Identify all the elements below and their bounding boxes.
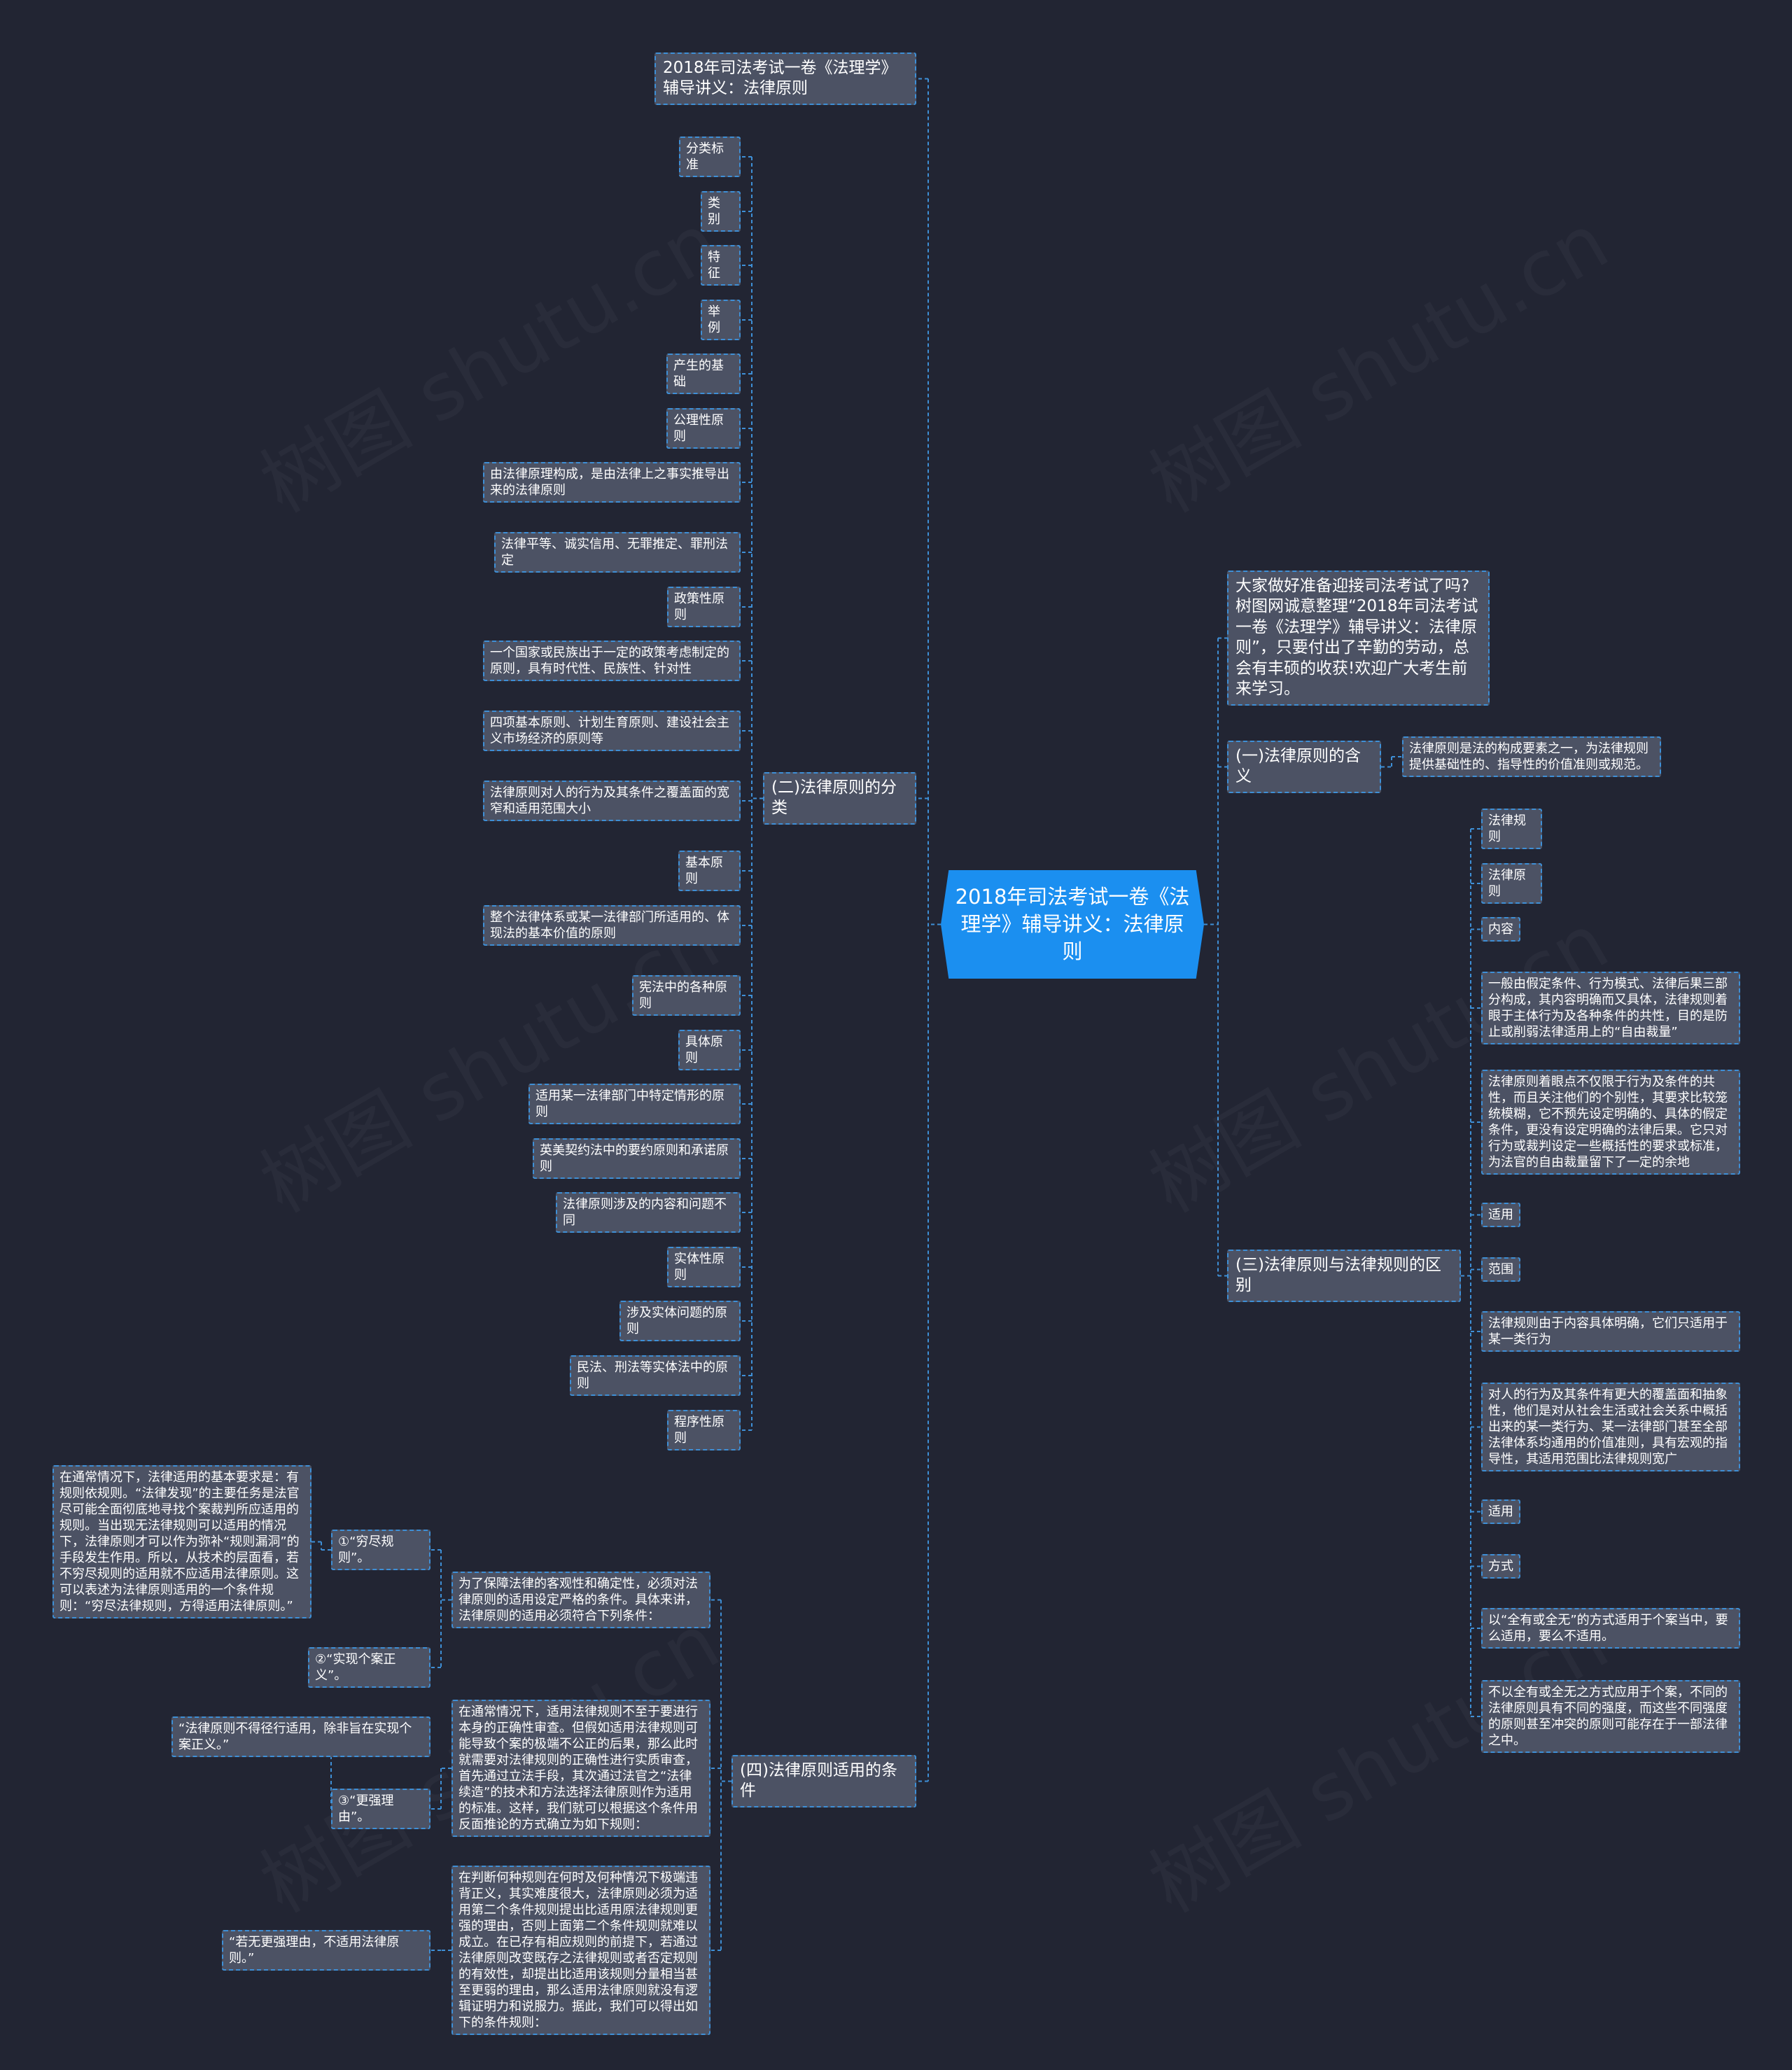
classification-item[interactable]: 法律平等、诚实信用、无罪推定、罪刑法定 xyxy=(494,532,741,573)
classification-item[interactable]: 特 征 xyxy=(701,245,741,286)
classification-item[interactable]: 类 别 xyxy=(701,191,741,232)
classification-item[interactable]: 宪法中的各种原则 xyxy=(632,975,741,1016)
classification-item[interactable]: 具体原则 xyxy=(678,1030,741,1071)
classification-item[interactable]: 实体性原则 xyxy=(667,1247,741,1288)
classification-item[interactable]: 一个国家或民族出于一定的政策考虑制定的原则，具有时代性、民族性、针对性 xyxy=(483,641,741,682)
classification-item[interactable]: 政策性原则 xyxy=(667,587,741,628)
difference-item[interactable]: 法律原则着眼点不仅限于行为及条件的共性，而且关注他们的个别性，其要求比较笼统模糊… xyxy=(1481,1070,1740,1175)
classification-item[interactable]: 适用某一法律部门中特定情形的原则 xyxy=(528,1084,741,1125)
difference-item[interactable]: 适用 xyxy=(1481,1499,1520,1525)
classification-item[interactable]: 法律原则对人的行为及其条件之覆盖面的宽窄和适用范围大小 xyxy=(483,781,741,822)
classification-item[interactable]: 英美契约法中的要约原则和承诺原则 xyxy=(533,1138,741,1180)
conditions-sub-node[interactable]: 为了保障法律的客观性和确定性，必须对法律原则的适用设定严格的条件。具体来讲，法律… xyxy=(451,1572,710,1629)
condition-leaf[interactable]: ①“穷尽规则”。 xyxy=(331,1530,430,1571)
condition-leaf[interactable]: “法律原则不得径行适用，除非旨在实现个案正义。” xyxy=(172,1716,430,1758)
conditions-sub-node[interactable]: 在通常情况下，适用法律规则不至于要进行本身的正确性审查。但假如适用法律规则可能导… xyxy=(451,1700,710,1838)
topic-title-node[interactable]: 2018年司法考试一卷《法理学》辅导讲义：法律原则 xyxy=(654,53,916,105)
classification-item[interactable]: 程序性原则 xyxy=(667,1410,741,1451)
intro-node[interactable]: 大家做好准备迎接司法考试了吗?树图网诚意整理“2018年司法考试一卷《法理学》辅… xyxy=(1227,571,1490,706)
conditions-branch[interactable]: (四)法律原则适用的条件 xyxy=(732,1755,916,1807)
difference-item[interactable]: 法律原则 xyxy=(1481,863,1542,904)
meaning-description[interactable]: 法律原则是法的构成要素之一，为法律规则提供基础性的、指导性的价值准则或规范。 xyxy=(1402,736,1661,778)
difference-branch[interactable]: (三)法律原则与法律规则的区别 xyxy=(1227,1250,1461,1302)
difference-item[interactable]: 内容 xyxy=(1481,917,1520,942)
difference-item[interactable]: 法律规则由于内容具体明确，它们只适用于某一类行为 xyxy=(1481,1311,1740,1352)
condition-leaf[interactable]: ②“实现个案正义”。 xyxy=(308,1647,430,1688)
meaning-branch[interactable]: (一)法律原则的含义 xyxy=(1227,741,1381,793)
difference-item[interactable]: 方式 xyxy=(1481,1554,1520,1579)
condition-leaf[interactable]: 在通常情况下，法律适用的基本要求是：有规则依规则。“法律发现”的主要任务是法官尽… xyxy=(52,1465,312,1619)
root-topic[interactable]: 2018年司法考试一卷《法理学》辅导讲义：法律原则 xyxy=(941,870,1204,979)
difference-item[interactable]: 一般由假定条件、行为模式、法律后果三部分构成，其内容明确而又具体，法律规则着眼于… xyxy=(1481,972,1740,1045)
classification-branch[interactable]: (二)法律原则的分类 xyxy=(763,772,916,825)
classification-item[interactable]: 分类标准 xyxy=(679,137,741,178)
classification-item[interactable]: 公理性原则 xyxy=(666,408,741,449)
classification-item[interactable]: 基本原则 xyxy=(678,851,741,892)
difference-item[interactable]: 对人的行为及其条件有更大的覆盖面和抽象性，他们是对从社会生活或社会关系中概括出来… xyxy=(1481,1383,1740,1472)
classification-item[interactable]: 法律原则涉及的内容和问题不同 xyxy=(556,1192,741,1233)
conditions-sub-node[interactable]: 在判断何种规则在何时及何种情况下极端违背正义，其实难度很大，法律原则必须为适用第… xyxy=(451,1866,710,2036)
classification-item[interactable]: 涉及实体问题的原则 xyxy=(620,1301,741,1342)
classification-item[interactable]: 产生的基础 xyxy=(666,354,741,395)
difference-item[interactable]: 法律规则 xyxy=(1481,809,1542,850)
classification-item[interactable]: 民法、刑法等实体法中的原则 xyxy=(570,1355,741,1397)
classification-item[interactable]: 四项基本原则、计划生育原则、建设社会主义市场经济的原则等 xyxy=(483,711,741,752)
difference-item[interactable]: 不以全有或全无之方式应用于个案，不同的法律原则具有不同的强度，而这些不同强度的原… xyxy=(1481,1680,1740,1754)
classification-item[interactable]: 举 例 xyxy=(701,300,741,341)
condition-leaf[interactable]: “若无更强理由，不适用法律原则。” xyxy=(222,1930,430,1971)
classification-item[interactable]: 整个法律体系或某一法律部门所适用的、体现法的基本价值的原则 xyxy=(483,905,741,946)
difference-item[interactable]: 适用 xyxy=(1481,1203,1520,1228)
condition-leaf[interactable]: ③“更强理由”。 xyxy=(331,1789,430,1830)
difference-item[interactable]: 以“全有或全无”的方式适用于个案当中，要么适用，要么不适用。 xyxy=(1481,1608,1740,1649)
classification-item[interactable]: 由法律原理构成，是由法律上之事实推导出来的法律原则 xyxy=(483,462,741,503)
difference-item[interactable]: 范围 xyxy=(1481,1257,1520,1282)
